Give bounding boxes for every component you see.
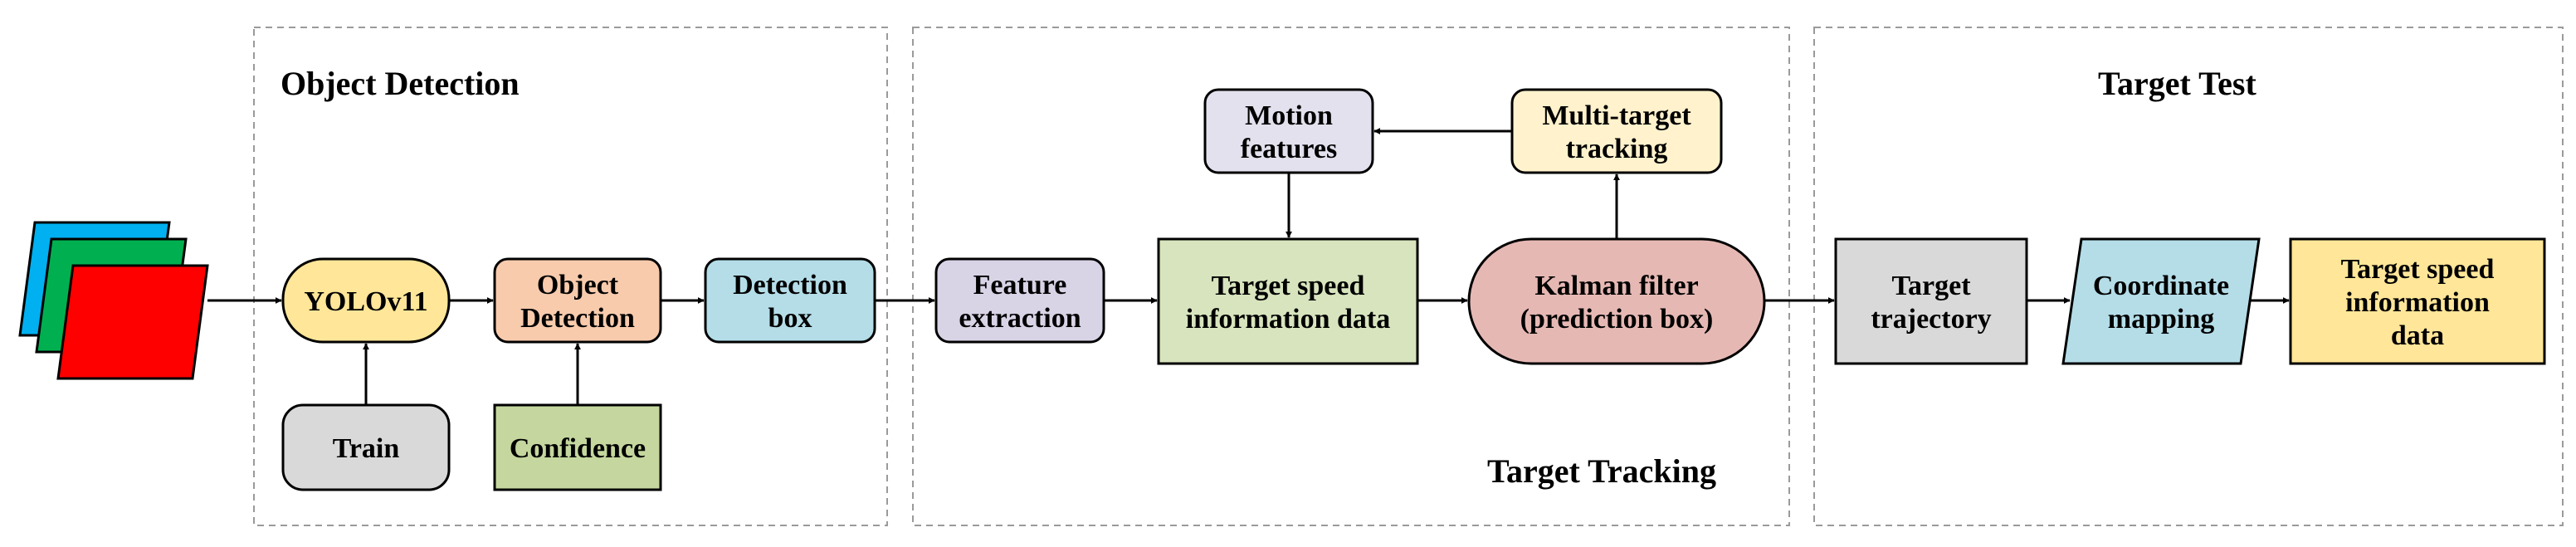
multi-target-line-1: tracking [1566,134,1668,164]
target-trajectory-line-1: trajectory [1871,304,1991,335]
node-kalman-label: Kalman filter(prediction box) [1520,271,1714,335]
motion-features-line-0: Motion [1245,100,1333,131]
kalman-line-0: Kalman filter [1534,271,1698,301]
multi-target-line-0: Multi-target [1542,100,1691,131]
target-speed-out-line-1: information [2345,287,2490,318]
node-coordinate-mapping [2061,237,2261,365]
feature-extraction-line-1: extraction [959,303,1081,334]
input-frame-red [56,264,209,380]
section-target-test [1813,27,2564,526]
node-target-trajectory [1834,237,2028,365]
section-title-tracking: Target Tracking [1487,452,1716,490]
node-target-speed-info [1157,237,1419,365]
kalman-line-1: (prediction box) [1520,304,1714,335]
node-kalman [1467,237,1766,365]
target-trajectory-line-0: Target [1891,271,1971,301]
node-target-speed-out [2289,237,2546,365]
coordinate-mapping-line-0: Coordinate [2093,271,2229,301]
target-speed-out-line-2: data [2391,320,2444,351]
section-title-detection: Object Detection [281,65,520,102]
target-speed-info-line-0: Target speed [1212,271,1365,301]
detection-box-line-1: box [768,303,812,334]
coordinate-mapping-line-1: mapping [2108,304,2215,335]
section-target-tracking [912,27,1790,526]
node-yolo-label: YOLOv11 [304,286,427,317]
target-speed-info-line-1: information data [1186,304,1391,335]
train-line-0: Train [333,433,400,464]
section-title-test: Target Test [2098,65,2256,102]
feature-extraction-line-0: Feature [973,270,1067,300]
node-train-label: Train [333,433,400,464]
object-detection-line-0: Object [537,270,619,300]
node-confidence [493,403,662,491]
motion-features-line-1: features [1241,134,1337,164]
node-confidence-label: Confidence [510,433,646,464]
target-speed-out-line-0: Target speed [2341,254,2495,285]
detection-box-line-0: Detection [733,270,847,300]
confidence-line-0: Confidence [510,433,646,464]
object-detection-line-1: Detection [520,303,635,334]
yolo-line-0: YOLOv11 [304,286,427,317]
section-object-detection [253,27,888,526]
